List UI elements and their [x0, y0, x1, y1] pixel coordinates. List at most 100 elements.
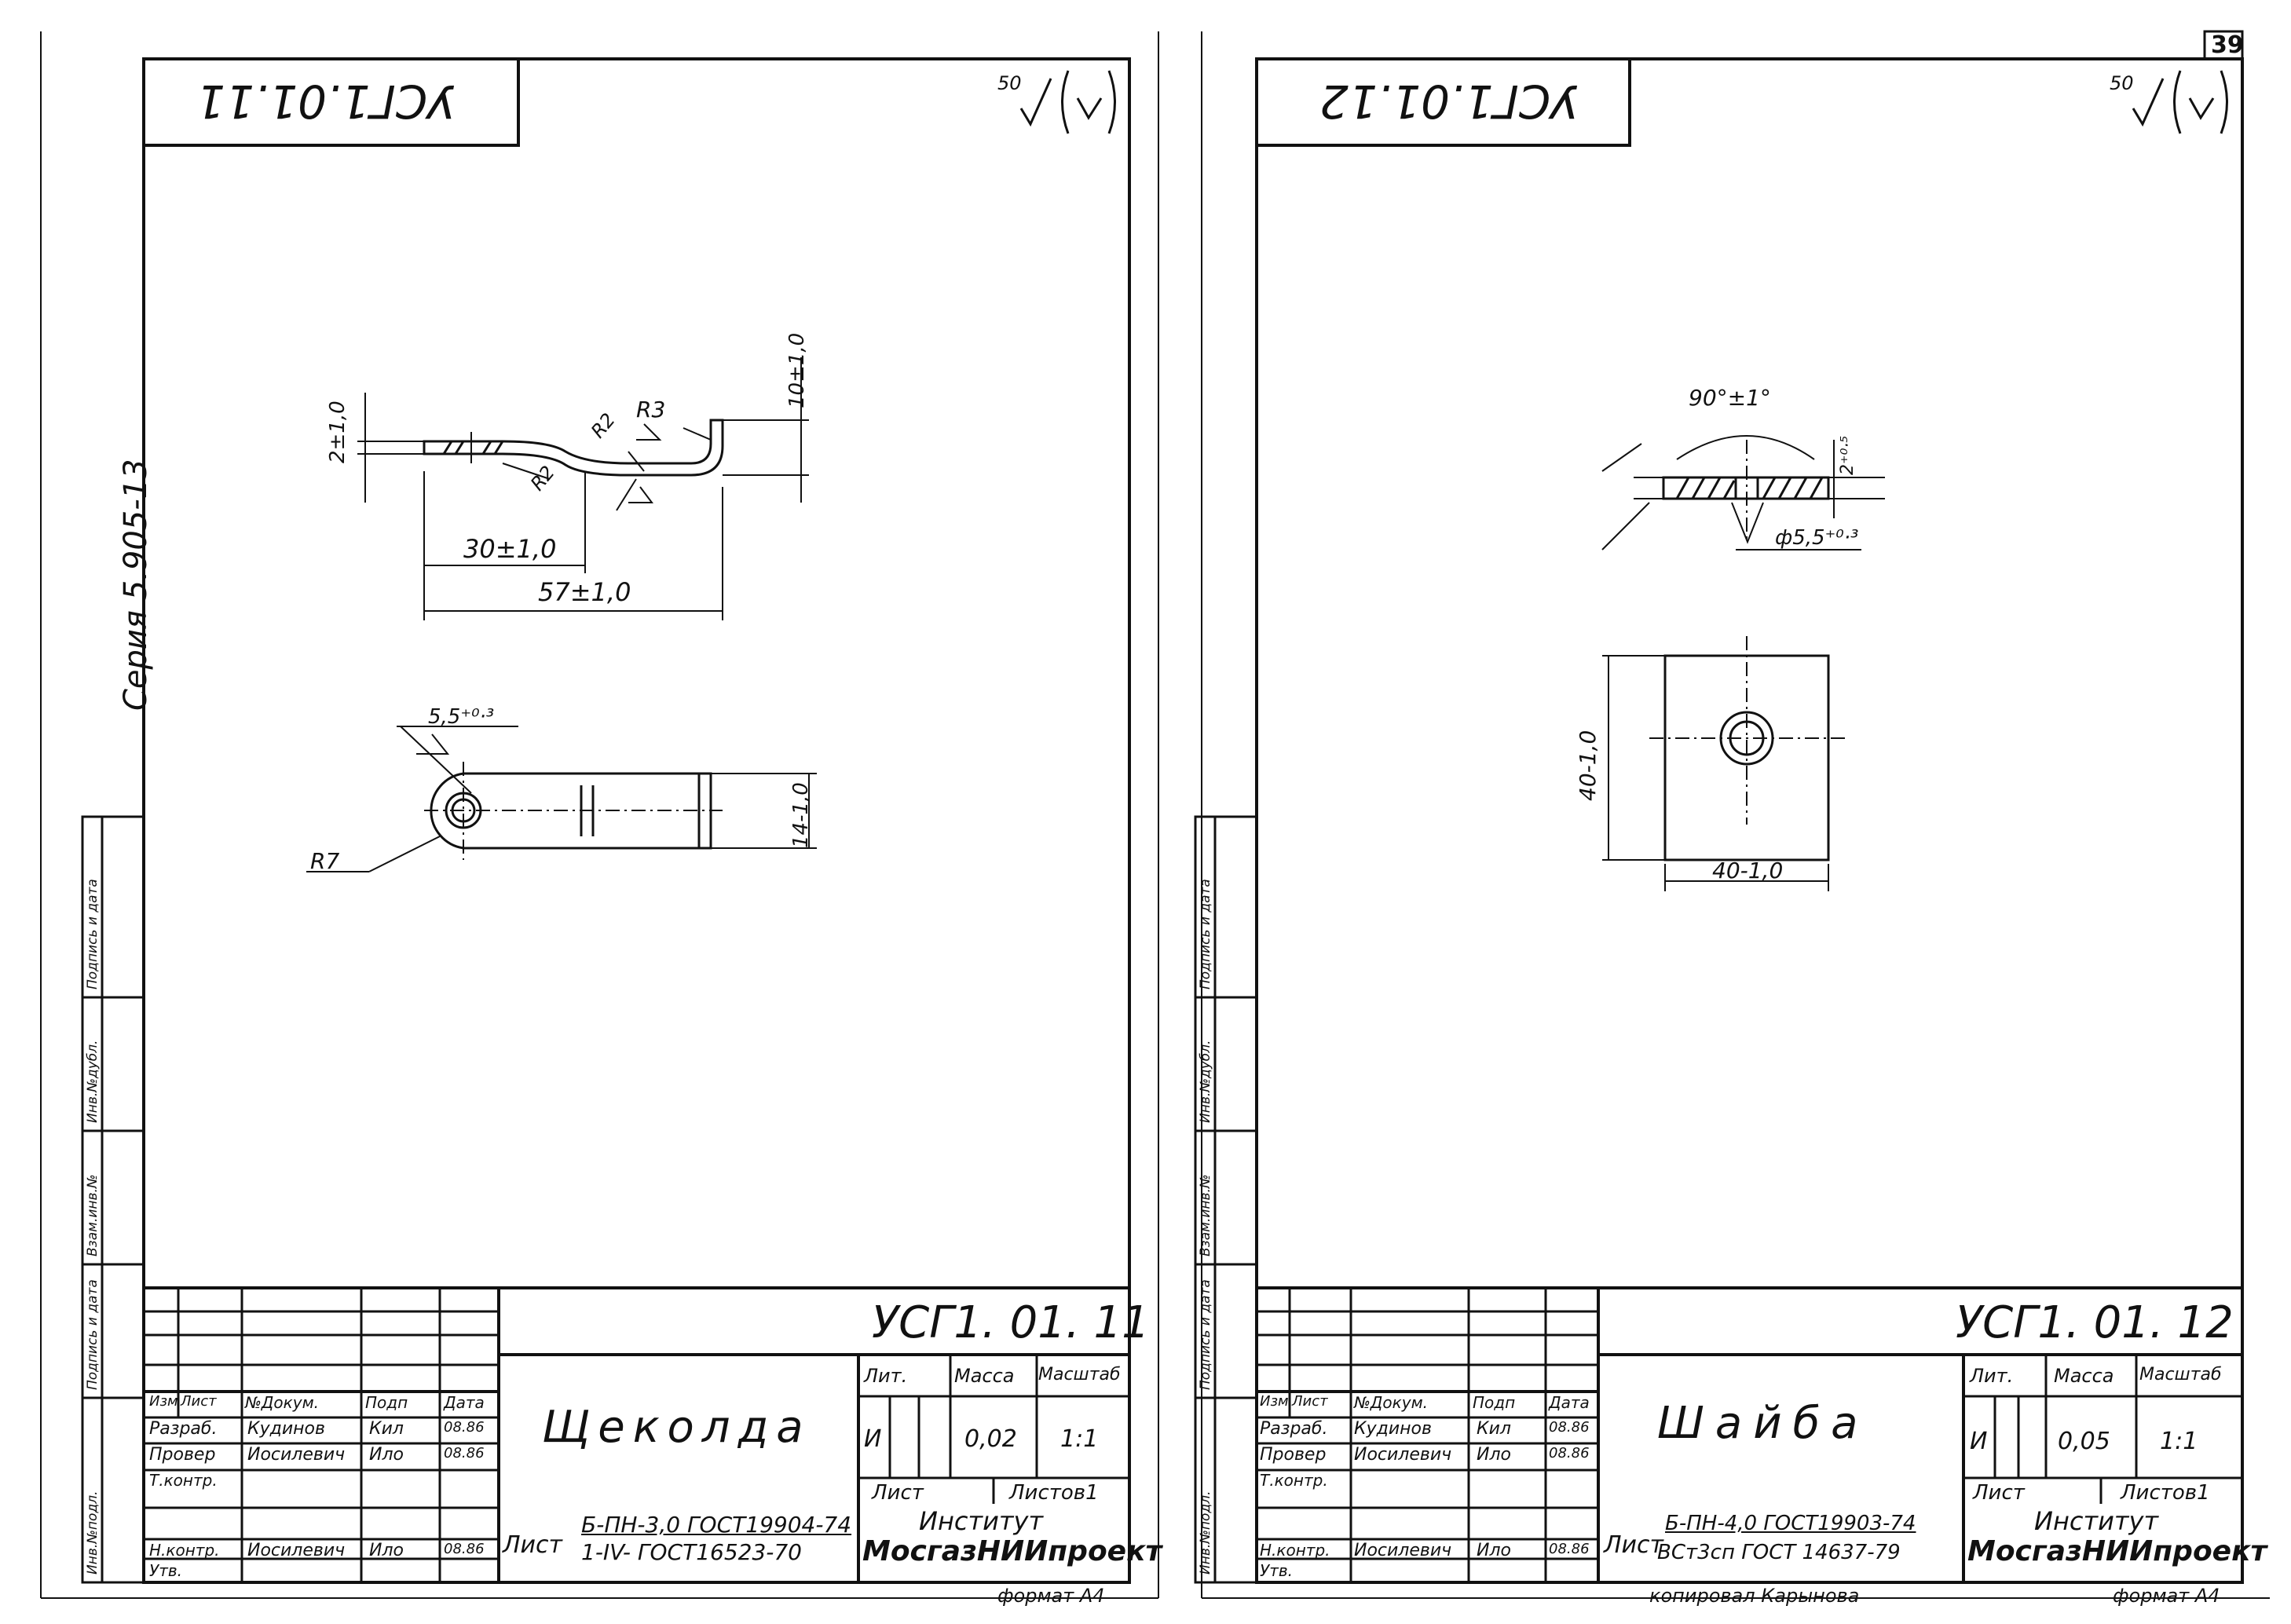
left-dim-width: 14-1,0 — [789, 782, 813, 848]
left-row2-name: Иосилевич — [247, 1445, 346, 1465]
right-row2-name: Иосилевич — [1354, 1445, 1452, 1465]
right-dim-height: 40-1,0 — [1575, 730, 1601, 801]
left-row2-date: 08.86 — [444, 1445, 485, 1461]
right-hdr-izm: Изм — [1260, 1393, 1289, 1410]
left-title: Щеколда — [542, 1402, 811, 1453]
right-hdr-data: Дата — [1549, 1393, 1590, 1412]
right-org-line2: МосгазНИИпроект — [1967, 1535, 2267, 1567]
right-row1-name: Кудинов — [1354, 1419, 1432, 1439]
right-lit-value: И — [1970, 1428, 1988, 1455]
left-row3-role: Т.контр. — [149, 1471, 218, 1490]
right-scale-value: 1:1 — [2160, 1428, 2198, 1455]
left-row2-role: Провер — [149, 1445, 216, 1465]
left-row4-name: Иосилевич — [247, 1541, 346, 1560]
page-number: 39 — [2211, 31, 2244, 59]
left-stamp-dubl: Инв.№дубл. — [85, 1040, 101, 1123]
right-row2-date: 08.86 — [1549, 1445, 1590, 1461]
left-row4-date: 08.86 — [444, 1541, 485, 1557]
right-hdr-scale: Масштаб — [2139, 1365, 2222, 1384]
left-mass-value: 0,02 — [964, 1425, 1017, 1453]
left-row1-sign: Кил — [369, 1419, 404, 1439]
left-dim-r7: R7 — [310, 848, 340, 874]
right-row1-role: Разраб. — [1260, 1419, 1328, 1439]
left-row1-date: 08.86 — [444, 1419, 485, 1436]
right-hdr-ndoc: №Докум. — [1354, 1393, 1429, 1412]
left-format: формат А4 — [997, 1585, 1105, 1607]
right-material-line1: Б-ПН-4,0 ГОСТ19903-74 — [1665, 1512, 1916, 1535]
right-hdr-list: Лист — [1292, 1393, 1328, 1410]
left-hdr-list: Лист — [181, 1393, 217, 1410]
right-row5-role: Утв. — [1260, 1561, 1293, 1580]
left-stamp-sign1: Подпись и дата — [85, 1279, 101, 1390]
right-title: Шайба — [1657, 1398, 1869, 1449]
left-stamp-vzam: Взам.инв.№ — [85, 1174, 101, 1256]
left-stamp-sign2: Подпись и дата — [85, 879, 101, 989]
right-stamp-sign2: Подпись и дата — [1198, 879, 1213, 989]
left-org-line2: МосгазНИИпроект — [862, 1535, 1162, 1567]
left-material-line1: Б-ПН-3,0 ГОСТ19904-74 — [581, 1512, 852, 1538]
right-dim-angle: 90°±1° — [1689, 385, 1771, 411]
right-stamp-inv: Инв.№подл. — [1198, 1490, 1213, 1575]
left-stamp-inv: Инв.№подл. — [85, 1490, 101, 1575]
left-hdr-data: Дата — [444, 1393, 485, 1412]
right-row1-date: 08.86 — [1549, 1419, 1590, 1436]
right-stamp-sign1: Подпись и дата — [1198, 1279, 1213, 1390]
left-org-line1: Институт — [919, 1506, 1044, 1536]
left-dim-r3: R3 — [636, 397, 666, 422]
left-row2-sign: Ило — [369, 1445, 404, 1465]
right-hdr-lit: Лит. — [1970, 1365, 2014, 1387]
left-dim-57: 57±1,0 — [538, 577, 631, 607]
right-dim-thickness: 2⁺⁰·⁵ — [1838, 435, 1857, 475]
left-dim-30: 30±1,0 — [463, 534, 557, 564]
left-upside-code: УСГ1.01.11 — [196, 75, 456, 128]
left-material-prefix: Лист — [503, 1531, 563, 1559]
left-hdr-podp: Подп — [365, 1393, 408, 1412]
left-row5-role: Утв. — [149, 1561, 182, 1580]
right-mass-value: 0,05 — [2058, 1428, 2110, 1455]
left-row4-role: Н.контр. — [149, 1541, 220, 1560]
right-org-line1: Институт — [2034, 1506, 2159, 1536]
right-material-line2: ВСт3сп ГОСТ 14637-79 — [1657, 1541, 1901, 1564]
left-hdr-lit: Лит. — [864, 1365, 908, 1387]
right-dim-width: 40-1,0 — [1712, 858, 1784, 883]
right-designation: УСГ1. 01. 12 — [1956, 1297, 2234, 1348]
copied-by-note: копировал Карынова — [1649, 1585, 1860, 1607]
right-row4-date: 08.86 — [1549, 1541, 1590, 1557]
right-hdr-podp: Подп — [1473, 1393, 1516, 1412]
right-row4-sign: Ило — [1477, 1541, 1511, 1560]
left-lit-value: И — [864, 1425, 882, 1453]
left-scale-value: 1:1 — [1060, 1425, 1099, 1453]
left-roughness-value: 50 — [997, 72, 1022, 94]
right-sheets-label: Листов1 — [2121, 1481, 2210, 1505]
left-hdr-mass: Масса — [954, 1365, 1015, 1387]
left-dim-hole: 5,5⁺⁰·³ — [428, 705, 495, 729]
right-row2-sign: Ило — [1477, 1445, 1511, 1465]
right-stamp-vzam: Взам.инв.№ — [1198, 1174, 1213, 1256]
left-row4-sign: Ило — [369, 1541, 404, 1560]
right-stamp-dubl: Инв.№дубл. — [1198, 1040, 1213, 1123]
right-format: формат А4 — [2113, 1585, 2220, 1607]
right-dim-hole: ф5,5⁺⁰·³ — [1775, 526, 1859, 550]
right-sheet-label: Лист — [1973, 1481, 2025, 1505]
left-row1-name: Кудинов — [247, 1419, 325, 1439]
right-row4-role: Н.контр. — [1260, 1541, 1330, 1560]
left-sheets-label: Листов1 — [1009, 1481, 1099, 1505]
right-row1-sign: Кил — [1477, 1419, 1511, 1439]
right-row4-name: Иосилевич — [1354, 1541, 1452, 1560]
right-upside-code: УСГ1.01.12 — [1319, 75, 1579, 128]
right-hdr-mass: Масса — [2054, 1365, 2114, 1387]
left-row1-role: Разраб. — [149, 1419, 218, 1439]
left-sheet-label: Лист — [872, 1481, 924, 1505]
right-row3-role: Т.контр. — [1260, 1471, 1328, 1490]
right-roughness-value: 50 — [2110, 72, 2134, 94]
left-dim-height: 10±1,0 — [785, 332, 809, 408]
left-hdr-scale: Масштаб — [1038, 1365, 1121, 1384]
right-row2-role: Провер — [1260, 1445, 1327, 1465]
left-material-line2: 1-IV- ГОСТ16523-70 — [581, 1539, 802, 1565]
left-designation: УСГ1. 01. 11 — [872, 1297, 1150, 1348]
right-material-prefix: Лист — [1604, 1531, 1664, 1559]
left-hdr-izm: Изм — [149, 1393, 178, 1410]
left-hdr-ndoc: №Докум. — [245, 1393, 320, 1412]
series-margin-note: Серия 5.905-13 — [118, 459, 154, 711]
